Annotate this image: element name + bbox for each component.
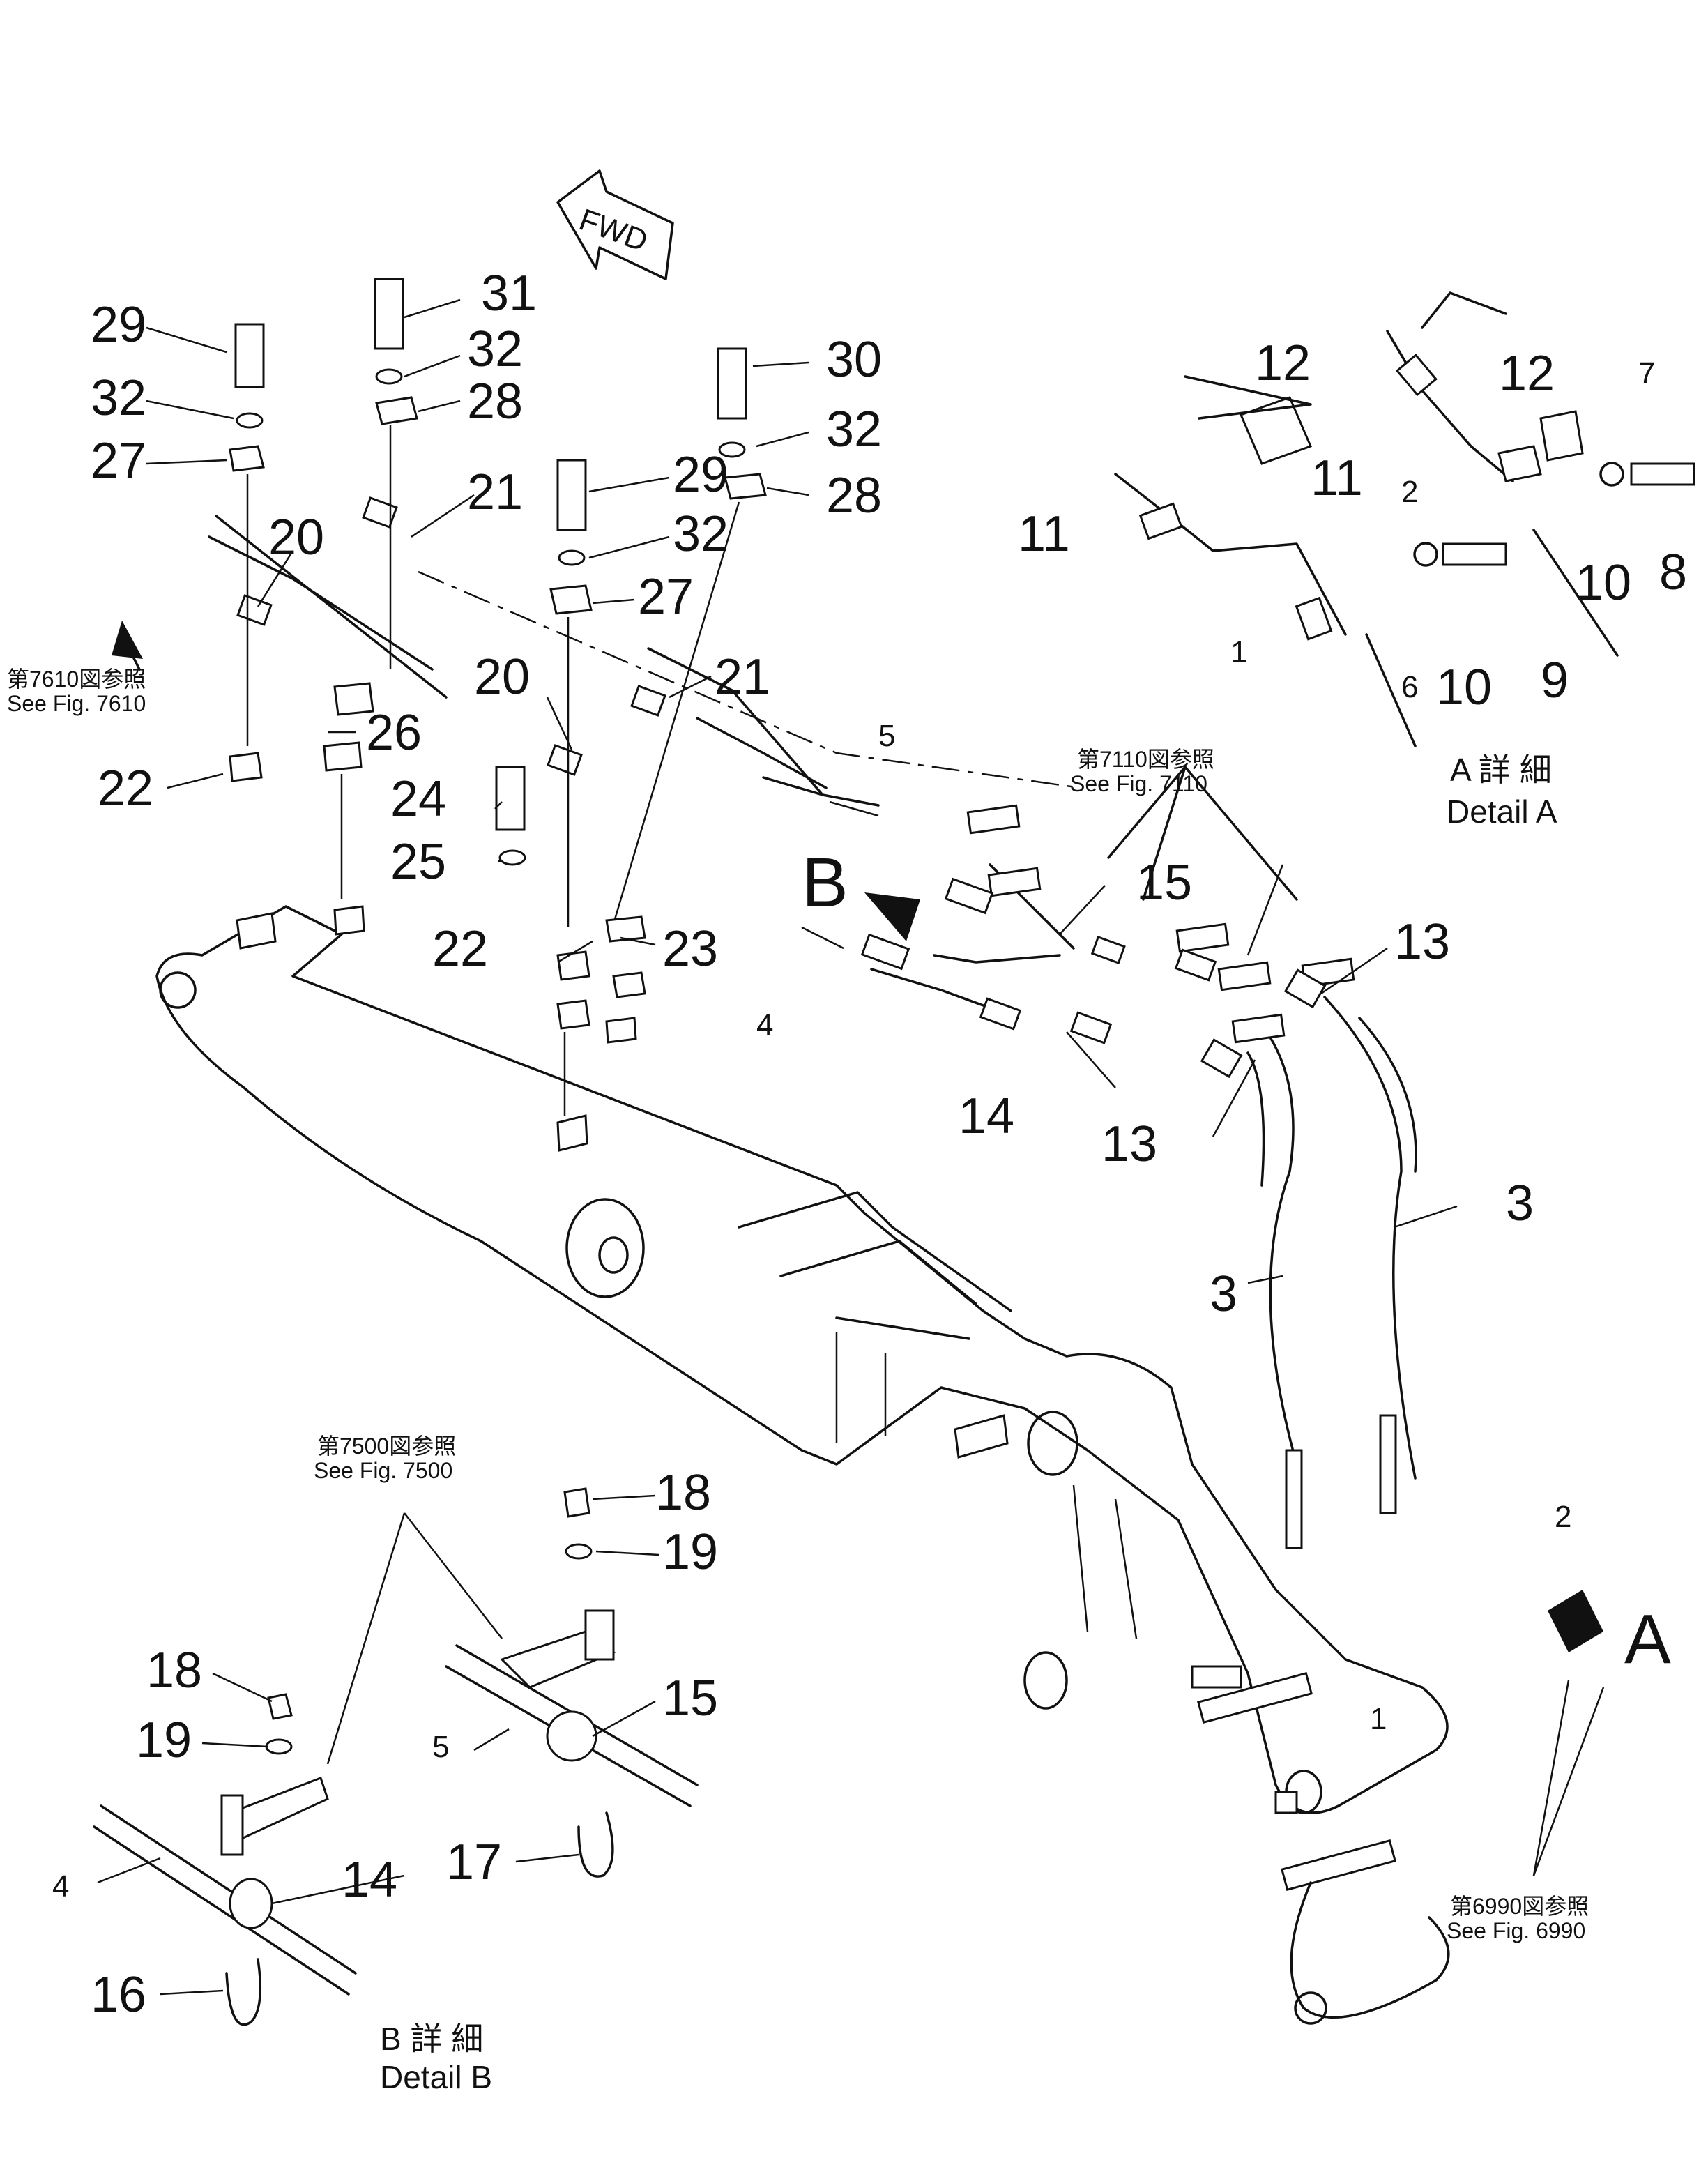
callout-14: 14: [342, 1852, 397, 1908]
callout-9: 9: [1541, 653, 1569, 708]
detail-b-title-jp: B 詳 細: [380, 2021, 483, 2057]
callout-25: 25: [390, 834, 446, 890]
callout-21: 21: [715, 649, 770, 705]
callout-30: 30: [826, 332, 882, 388]
callout-32: 32: [826, 402, 882, 457]
callout-20: 20: [268, 510, 324, 565]
fittings: [236, 496, 1327, 1079]
callout-11: 11: [1018, 506, 1070, 562]
callout-4: 4: [756, 1008, 773, 1042]
callout-29: 29: [91, 297, 146, 353]
ref-fig-6990: See Fig. 6990: [1447, 1918, 1585, 1943]
ref-fig-7610-jp: 第7610図参照: [7, 667, 146, 692]
callout-21: 21: [467, 464, 523, 520]
callout-1: 1: [1230, 635, 1247, 669]
callout-12: 12: [1255, 335, 1311, 391]
callout-3: 3: [1210, 1266, 1237, 1322]
callout-27: 27: [638, 569, 694, 625]
callout-5: 5: [878, 719, 895, 753]
hoses-3: [966, 804, 1417, 1689]
callout-10: 10: [1436, 660, 1492, 715]
fwd-arrow: FWD: [556, 169, 674, 280]
leader-lines: [146, 298, 1458, 1284]
view-arrows: [112, 621, 1605, 1876]
detail-b-parts: [93, 1487, 699, 2026]
callout-27: 27: [91, 433, 146, 489]
ref-fig-7500-jp: 第7500図参照: [317, 1434, 456, 1459]
ref-fig-7500: See Fig. 7500: [314, 1458, 452, 1483]
view-marker-a: A: [1624, 1600, 1671, 1678]
callout-13: 13: [1394, 914, 1450, 970]
callout-4: 4: [52, 1869, 69, 1903]
boom: [155, 905, 1450, 2025]
callout-3: 3: [1506, 1176, 1534, 1231]
callout-20: 20: [474, 649, 530, 705]
detail-b-callouts: 18 19 18 19 15 5 17 14 4 16 B 詳 細 Detail…: [52, 1465, 718, 2095]
view-marker-b: B: [802, 844, 848, 922]
callout-12: 12: [1499, 346, 1555, 402]
callout-labels: 29 32 27 20 31 32 28 21 29 32 27 20 21 3…: [91, 266, 1671, 1736]
callout-18: 18: [655, 1465, 711, 1521]
hardware-stacks: [229, 278, 767, 1116]
callout-18: 18: [146, 1643, 202, 1699]
callout-10: 10: [1576, 555, 1631, 611]
callout-29: 29: [673, 447, 729, 503]
callout-19: 19: [136, 1712, 192, 1768]
callout-26: 26: [366, 705, 422, 761]
callout-22: 22: [98, 761, 153, 816]
callout-19: 19: [662, 1524, 718, 1580]
boom-brackets: [236, 905, 1009, 1459]
reference-notes: 第7610図参照 See Fig. 7610 第7110図参照 See Fig.…: [7, 667, 1589, 1943]
callout-1: 1: [1370, 1702, 1387, 1736]
ref-fig-7110: See Fig. 7110: [1070, 771, 1207, 796]
callout-5: 5: [432, 1730, 449, 1764]
ref-fig-7610: See Fig. 7610: [7, 691, 146, 716]
callout-22: 22: [432, 921, 488, 977]
callout-24: 24: [390, 771, 446, 827]
callout-28: 28: [826, 468, 882, 524]
callout-32: 32: [91, 370, 146, 426]
callout-11: 11: [1311, 450, 1363, 506]
callout-32: 32: [467, 321, 523, 377]
detail-a-title: Detail A: [1447, 793, 1557, 830]
callout-32: 32: [673, 506, 729, 562]
callout-31: 31: [481, 266, 537, 321]
callout-6: 6: [1401, 670, 1418, 704]
callout-28: 28: [467, 374, 523, 430]
callout-15: 15: [662, 1671, 718, 1726]
callout-2: 2: [1555, 1500, 1571, 1534]
detail-a-title-jp: A 詳 細: [1450, 752, 1552, 788]
callout-17: 17: [446, 1834, 502, 1890]
callout-15: 15: [1136, 855, 1192, 911]
detail-a-callouts: 12 12 7 2 11 11 10 8 1 6 10 9 A 詳 細 Deta…: [1018, 335, 1687, 830]
callout-13: 13: [1101, 1116, 1157, 1172]
ref-fig-6990-jp: 第6990図参照: [1450, 1894, 1589, 1919]
callout-16: 16: [91, 1967, 146, 2023]
callout-23: 23: [662, 921, 718, 977]
callout-8: 8: [1659, 545, 1687, 600]
callout-14: 14: [959, 1088, 1014, 1144]
callout-7: 7: [1638, 356, 1655, 390]
detail-b-title: Detail B: [380, 2059, 492, 2095]
callout-2: 2: [1401, 475, 1418, 509]
detail-a-parts: [1114, 291, 1695, 747]
ref-fig-7110-jp: 第7110図参照: [1077, 747, 1214, 772]
